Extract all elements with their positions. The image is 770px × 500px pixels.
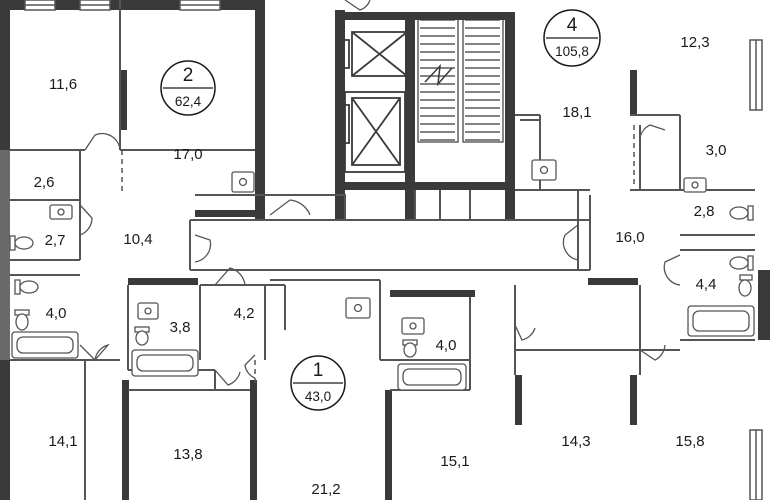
- room-area: 2,8: [694, 203, 715, 220]
- stairs-icon: [417, 17, 504, 143]
- room-area: 11,6: [49, 76, 77, 93]
- room-area: 14,1: [48, 433, 77, 450]
- room-area: 3,0: [706, 142, 727, 159]
- room-area: 15,8: [675, 433, 704, 450]
- apartment-badge-2: 2 62,4: [160, 60, 216, 116]
- dashed-lines: [121, 125, 635, 385]
- room-area: 14,3: [561, 433, 590, 450]
- room-area: 21,2: [311, 481, 340, 498]
- apartment-number: 4: [567, 15, 578, 36]
- room-area: 18,1: [562, 104, 591, 121]
- room-area: 2,7: [45, 232, 66, 249]
- room-area: 16,0: [615, 229, 644, 246]
- room-labels: 11,6 17,0 2,6 2,7 10,4 4,0 3,8 4,2 14,1 …: [34, 34, 727, 498]
- door-swing-icon: [79, 0, 681, 386]
- room-area: 2,6: [34, 174, 55, 191]
- toilet-icon: [9, 205, 754, 358]
- room-area: 12,3: [680, 34, 709, 51]
- bathtub-icon: [11, 305, 755, 391]
- elevator-icon: [342, 31, 408, 173]
- apartment-badge-4: 4 105,8: [543, 9, 601, 67]
- room-area: 17,0: [173, 146, 202, 163]
- room-area: 4,2: [234, 305, 255, 322]
- apartment-area: 62,4: [175, 94, 202, 109]
- room-area: 4,0: [436, 337, 457, 354]
- room-area: 3,8: [170, 319, 191, 336]
- apartment-badge-1: 1 43,0: [290, 355, 346, 411]
- room-area: 4,4: [696, 276, 717, 293]
- apartment-area: 105,8: [555, 44, 589, 59]
- apartment-number: 1: [313, 360, 324, 381]
- room-area: 15,1: [440, 453, 469, 470]
- partition-walls: [10, 0, 755, 500]
- window-icon: [24, 0, 763, 500]
- room-area: 10,4: [123, 231, 152, 248]
- apartment-area: 43,0: [305, 389, 331, 404]
- sink-icon: [49, 159, 707, 335]
- room-area: 13,8: [173, 446, 202, 463]
- room-area: 4,0: [46, 305, 67, 322]
- apartment-number: 2: [183, 65, 194, 86]
